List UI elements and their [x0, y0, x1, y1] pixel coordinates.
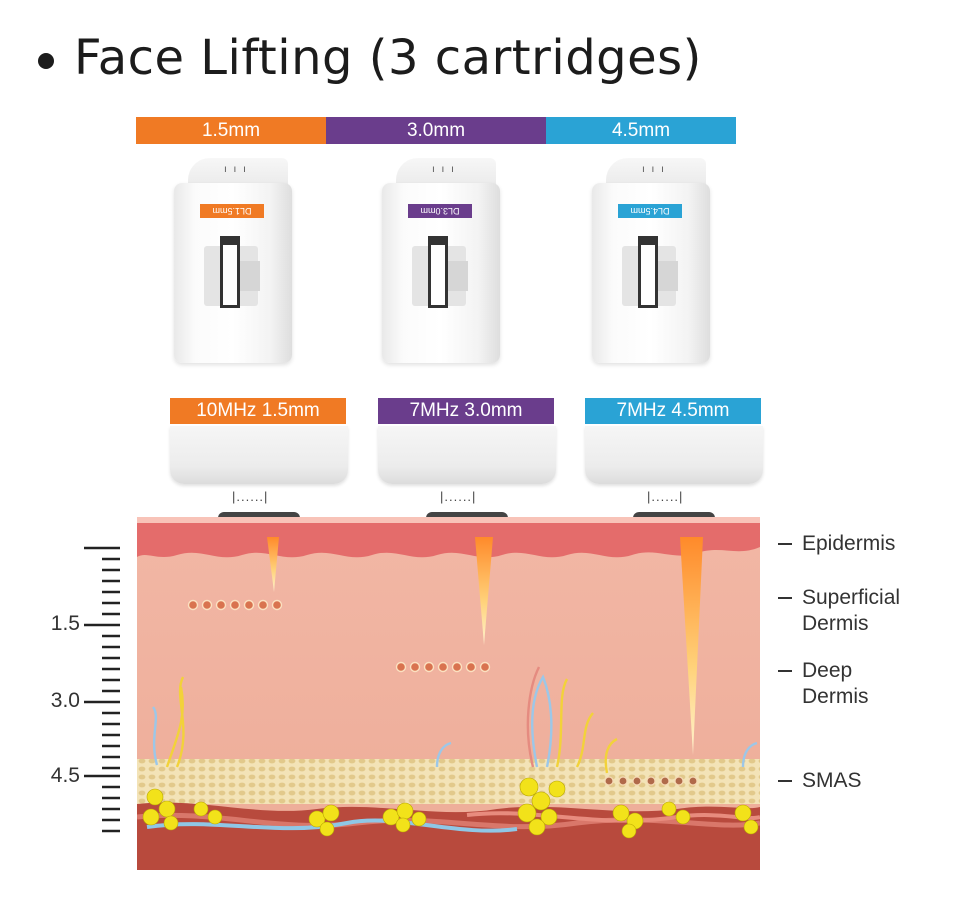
ultrasound-beams	[267, 537, 703, 755]
layer-label-superficial-dermis: Superficial Dermis	[778, 585, 900, 637]
cartridge-3-0mm: ı ı ı DL3.0mm	[382, 158, 500, 363]
label-dash	[778, 543, 792, 546]
cartridge-slot-inner	[638, 236, 658, 308]
tip-focus-marker: |......|	[647, 489, 684, 504]
depth-segment-4-5: 4.5mm	[546, 117, 736, 144]
cartridge-slot-inner	[220, 236, 240, 308]
depth-segment-1-5: 1.5mm	[136, 117, 326, 144]
label-dash	[778, 780, 792, 783]
cartridge-1-5mm: ı ı ı DL1.5mm	[174, 158, 292, 363]
cartridge-ticks: ı ı ı	[642, 164, 666, 175]
fat-clusters	[142, 777, 759, 839]
layer-label-epidermis: Epidermis	[778, 531, 895, 557]
tip-contact-pad	[426, 512, 508, 520]
ruler-label-1-5: 1.5	[50, 612, 80, 635]
cartridge-4-5mm: ı ı ı DL4.5mm	[592, 158, 710, 363]
cartridge-ticks: ı ı ı	[432, 164, 456, 175]
epidermis-highlight	[137, 517, 760, 523]
transducer-tip-7mhz-4-5mm: 7MHz 4.5mm |......|	[585, 398, 763, 520]
tip-head	[585, 426, 763, 484]
transducer-tip-7mhz-3mm: 7MHz 3.0mm |......|	[378, 398, 556, 520]
depth-bar: 1.5mm 3.0mm 4.5mm	[136, 117, 736, 144]
depth-ruler	[84, 546, 120, 833]
skin-cross-section	[137, 517, 760, 870]
cartridge-slot-inner	[428, 236, 448, 308]
cartridge-slot-side	[444, 261, 468, 291]
tip-focus-marker: |......|	[440, 489, 477, 504]
cartridge-ticks: ı ı ı	[224, 164, 248, 175]
transducer-tip-10mhz: 10MHz 1.5mm |......|	[170, 398, 348, 520]
epidermis-layer	[137, 517, 760, 558]
label-dash	[778, 670, 792, 673]
cartridge-label: DL4.5mm	[618, 204, 682, 218]
depth-segment-3-0: 3.0mm	[326, 117, 546, 144]
bullet-icon	[38, 53, 54, 69]
beam-3-0mm	[475, 537, 493, 645]
blood-vessel	[146, 818, 518, 833]
cartridge-label: DL3.0mm	[408, 204, 472, 218]
tip-head	[378, 426, 556, 484]
tip-focus-marker: |......|	[232, 489, 269, 504]
focal-points-4-5mm	[604, 776, 698, 786]
muscle-band	[137, 812, 760, 830]
cartridge-label: DL1.5mm	[200, 204, 264, 218]
cartridge-slot-side	[654, 261, 678, 291]
tip-contact-pad	[633, 512, 715, 520]
tip-contact-pad	[218, 512, 300, 520]
tip-tag: 10MHz 1.5mm	[170, 398, 346, 424]
smas-layer	[137, 759, 760, 804]
layer-label-deep-dermis: Deep Dermis	[778, 658, 869, 710]
nerve-fibers	[151, 666, 758, 774]
title-text: Face Lifting (3 cartridges)	[74, 30, 702, 86]
layer-label-smas: SMAS	[778, 768, 862, 794]
page-title: Face Lifting (3 cartridges)	[38, 30, 702, 86]
tip-head	[170, 426, 348, 484]
cartridge-slot-side	[236, 261, 260, 291]
beam-1-5mm	[267, 537, 279, 592]
focal-points-1-5mm	[187, 599, 283, 611]
ruler-label-3-0: 3.0	[50, 689, 80, 712]
focal-points-3-0mm	[395, 661, 491, 673]
beam-4-5mm	[680, 537, 703, 755]
tip-tag: 7MHz 3.0mm	[378, 398, 554, 424]
ruler-label-4-5: 4.5	[50, 764, 80, 787]
label-dash	[778, 597, 792, 600]
tip-tag: 7MHz 4.5mm	[585, 398, 761, 424]
